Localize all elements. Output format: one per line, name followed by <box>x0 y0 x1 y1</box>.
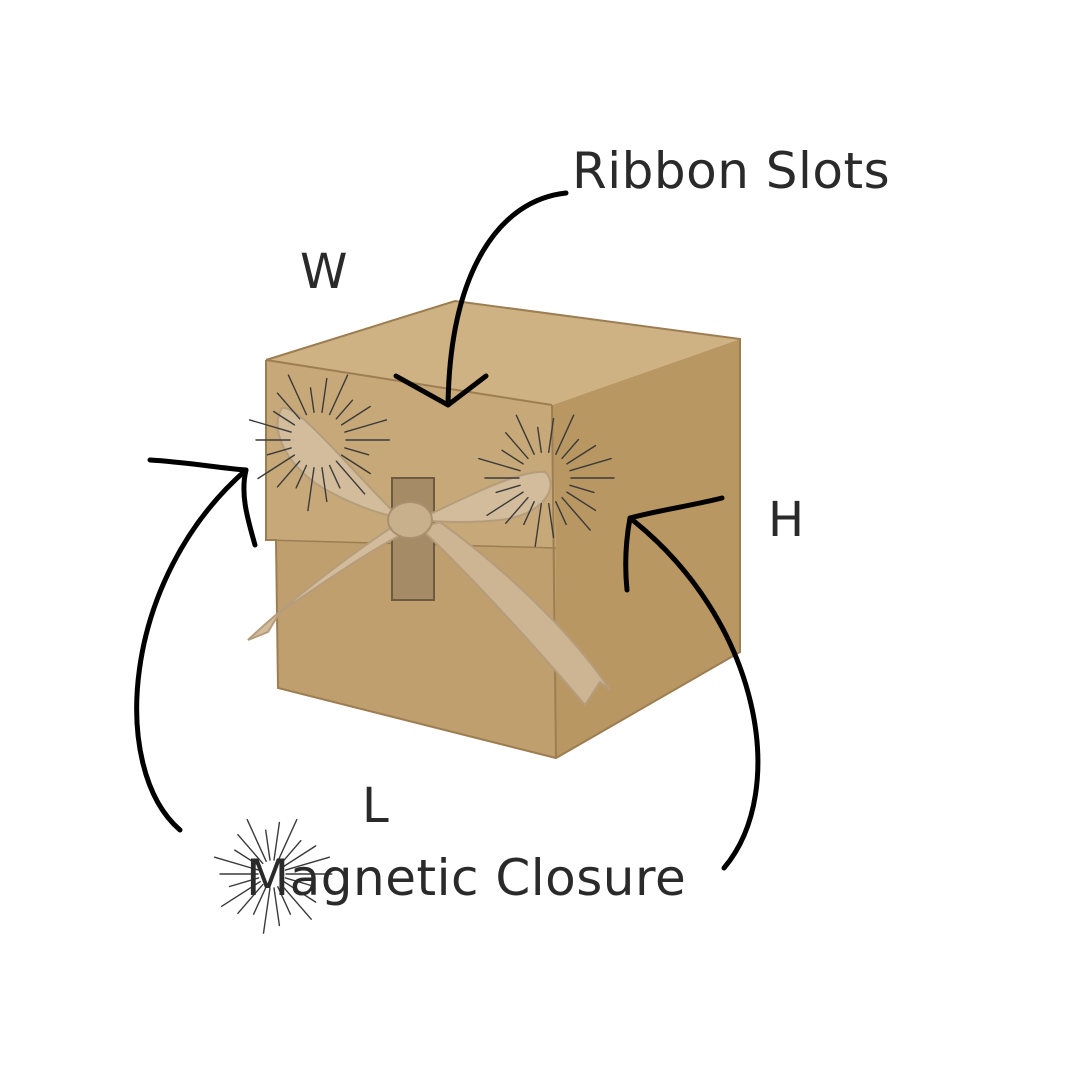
sparkle-ray <box>280 883 312 920</box>
arrow-magnetic-left <box>134 457 258 833</box>
sparkle-ray <box>328 464 341 489</box>
arrow-ribbon-slots <box>393 190 569 408</box>
sparkle-ray <box>321 377 328 413</box>
ribbon-slot-strap <box>391 477 435 601</box>
sparkle-ray <box>276 392 301 420</box>
sparkle-ray <box>273 821 281 861</box>
ribbon-slots-label: Ribbon Slots <box>572 142 891 200</box>
sparkle-ray <box>478 457 521 472</box>
sparkle-ray <box>328 374 349 416</box>
sparkle-ray <box>276 460 301 488</box>
sparkle-ray <box>340 405 371 426</box>
arrow-magnetic-right <box>623 495 761 871</box>
sparkle-ray <box>505 432 529 460</box>
sparkle-ray <box>273 410 296 426</box>
sparkle-ray <box>284 877 316 888</box>
length-label: L <box>362 778 389 834</box>
sparkle-ray <box>321 467 328 503</box>
sparkle-ray <box>344 447 370 456</box>
sparkle-ray <box>340 454 371 475</box>
sparkle-ray <box>344 419 388 433</box>
bow-knot <box>387 501 433 539</box>
sparkle-ray <box>569 484 595 494</box>
sparkle-ray <box>566 444 597 465</box>
sparkle-ray <box>287 374 308 416</box>
sparkle-ray <box>280 839 302 865</box>
box-side-face <box>552 339 740 758</box>
sparkle-ray <box>248 419 292 433</box>
sparkle-ray <box>283 845 317 868</box>
sparkle-ray <box>555 501 567 526</box>
sparkle-ray <box>234 849 261 868</box>
sparkle-ray <box>257 454 296 480</box>
sparkle-ray <box>561 438 580 460</box>
sparkle-ray <box>213 856 260 871</box>
sparkle-ray <box>252 886 267 915</box>
bow-left-tail <box>247 523 413 641</box>
box-edge-corner <box>551 404 557 759</box>
sparkle-ray <box>534 503 542 547</box>
sparkle-ray <box>262 887 271 934</box>
sparkle-ray <box>228 877 260 888</box>
sparkle-ray <box>523 501 535 526</box>
sparkle-ray <box>555 414 575 455</box>
sparkle-ray <box>309 387 315 413</box>
magnetic-closure-label: Magnetic Closure <box>246 849 687 907</box>
width-label: W <box>300 244 348 300</box>
sparkle-ray <box>246 818 267 862</box>
sparkle-ray <box>486 491 524 516</box>
bow-left-loop <box>276 406 404 520</box>
sparkle-ray <box>566 491 597 512</box>
sparkle-ray <box>569 457 612 472</box>
sparkle-ray <box>335 460 366 495</box>
sparkle-ray <box>548 417 555 453</box>
sparkle-ray <box>277 886 292 915</box>
sparkle-ray <box>335 399 354 420</box>
sparkle-ray <box>561 496 591 531</box>
sparkle-burst-left <box>248 374 390 512</box>
sparkle-ray <box>515 414 535 455</box>
sparkle-ray <box>237 834 264 865</box>
sparkle-ray <box>307 467 315 512</box>
sparkle-ray <box>548 503 555 539</box>
sparkle-ray <box>220 880 261 907</box>
sparkle-burst-right <box>478 414 615 547</box>
sparkle-ray <box>273 887 281 927</box>
sparkle-ray <box>277 818 298 862</box>
sparkle-ray <box>284 856 331 871</box>
bow-right-tail <box>418 520 611 707</box>
sparkle-ray <box>495 484 521 494</box>
sparkle-burst-label <box>213 818 333 934</box>
sparkle-ray <box>501 449 524 465</box>
sparkle-ray <box>266 447 292 456</box>
sparkle-ray <box>537 426 542 453</box>
sparkle-ray <box>283 880 317 903</box>
sparkle-ray <box>237 883 264 914</box>
sparkle-ray <box>505 496 529 524</box>
box-top-face <box>266 301 740 405</box>
sparkle-ray <box>265 829 271 861</box>
height-label: H <box>768 492 805 548</box>
sparkle-ray <box>295 464 308 489</box>
